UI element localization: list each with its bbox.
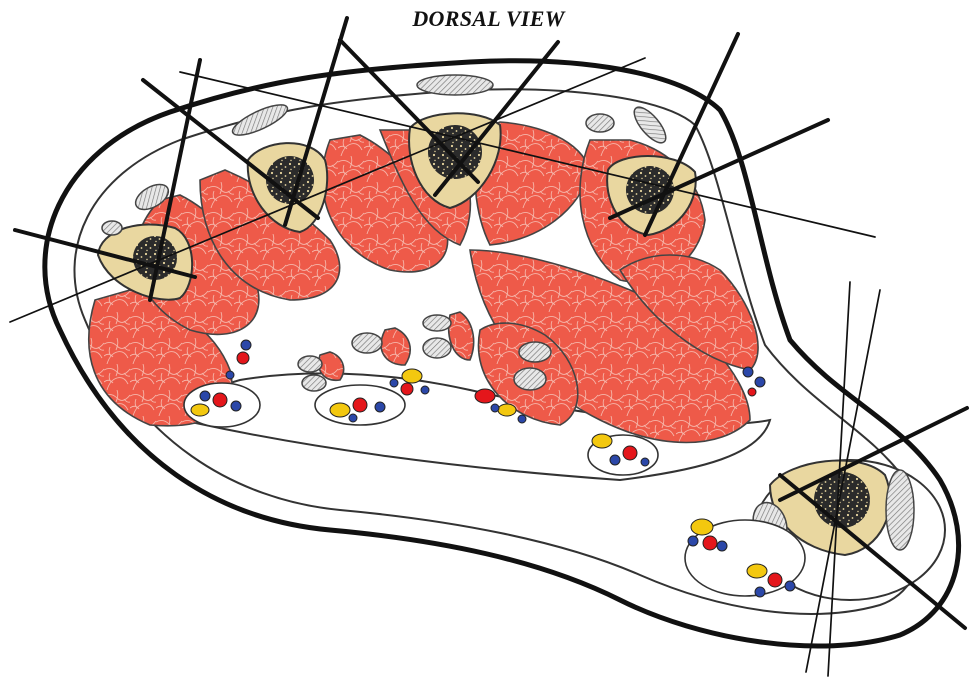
foot-cross-section-diagram: [0, 0, 977, 679]
